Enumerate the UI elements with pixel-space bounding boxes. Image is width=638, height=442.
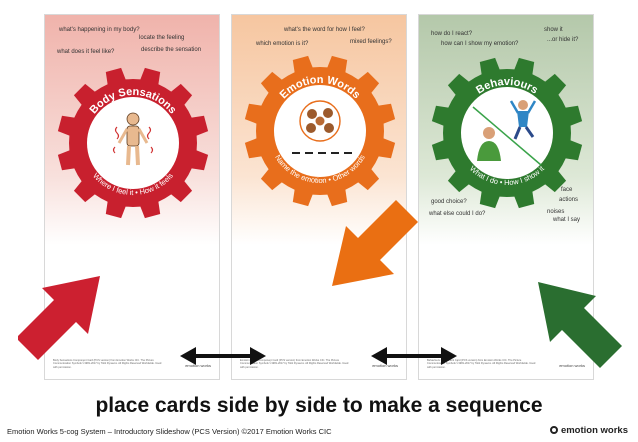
card-brand: emotion works — [185, 363, 211, 368]
question-text: what I say — [553, 217, 581, 223]
cog-wheel: Body Sensations Where I feel it • How it… — [57, 67, 209, 219]
question-text: how can I show my emotion? — [441, 41, 519, 47]
card-footer-note: Emotion Words Component Card (PCS versio… — [240, 358, 349, 369]
question-text: what's happening in my body? — [59, 27, 140, 33]
question-text: locate the feeling — [139, 35, 185, 41]
card-brand: emotion works — [372, 363, 398, 368]
excited-person-icon — [509, 100, 537, 140]
body-figure-icon — [112, 112, 154, 166]
cog-wheel: Behaviours What I do • How I show it — [431, 57, 583, 209]
brand-name: emotion works — [560, 425, 628, 436]
double-arrow-icon — [371, 347, 457, 365]
question-text: actions — [559, 197, 579, 203]
question-text: noises — [547, 209, 565, 215]
question-text: what's the word for how I feel? — [284, 27, 365, 33]
question-text: mixed feelings? — [350, 39, 392, 45]
card-emotion-words[interactable]: what's the word for how I feel? which em… — [231, 14, 407, 380]
orange-arrow-icon — [332, 200, 418, 286]
card-footer-note: Behaviours Component Card (PCS version) … — [427, 358, 536, 369]
question-text: describe the sensation — [141, 47, 202, 53]
emotion-faces-icon — [299, 100, 341, 142]
card-brand: emotion works — [559, 363, 585, 368]
brand-ring-icon — [549, 426, 558, 434]
card-footer-note: Body Sensations Component Card (PCS vers… — [53, 358, 162, 369]
red-arrow-icon — [18, 276, 100, 360]
slide-caption: place cards side by side to make a seque… — [95, 394, 543, 417]
copyright-credit: Emotion Works 5-cog System – Introductor… — [7, 427, 332, 436]
cog-wheel: Emotion Words Name the emotion • Other w… — [244, 55, 396, 207]
green-arrow-icon — [538, 282, 622, 368]
question-text: show it — [544, 27, 563, 33]
question-text: how do I react? — [431, 31, 473, 37]
question-text: what does it feel like? — [57, 49, 115, 55]
card-body-sensations[interactable]: what's happening in my body? locate the … — [44, 14, 220, 380]
divider-line — [472, 106, 542, 166]
question-text: ...or hide it? — [547, 37, 579, 43]
calm-person-icon — [477, 127, 501, 161]
question-text: face — [561, 187, 573, 193]
question-text: what else could I do? — [429, 211, 486, 217]
question-text: good choice? — [431, 199, 467, 205]
question-text: which emotion is it? — [256, 41, 309, 47]
brand-logo: emotion works — [549, 425, 628, 436]
double-arrow-icon — [180, 347, 266, 365]
